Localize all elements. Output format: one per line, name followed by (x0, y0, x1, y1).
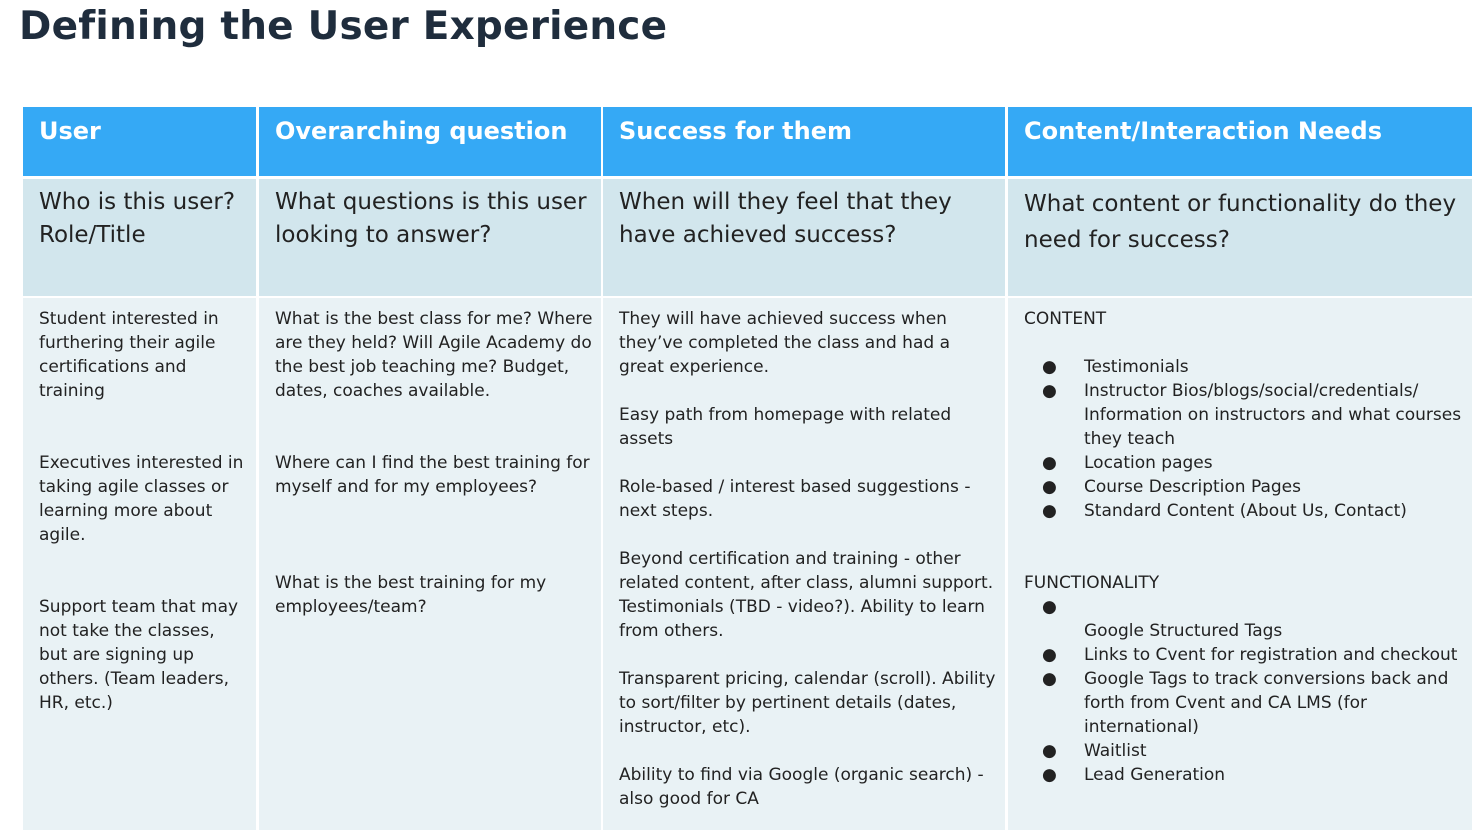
bullet-icon: ● (1042, 501, 1057, 521)
content-label: CONTENT (1024, 309, 1107, 329)
page-title: Defining the User Experience (19, 4, 668, 49)
success-cell: They will have achieved success when the… (603, 298, 1005, 830)
functionality-label: FUNCTIONALITY (1024, 573, 1160, 593)
content-list-item: ●Course Description Pages (1042, 477, 1301, 497)
content-list-item: ●Instructor Bios/blogs/social/credential… (1042, 381, 1462, 449)
bullet-icon: ● (1042, 477, 1057, 497)
success-item: Easy path from homepage with related ass… (619, 405, 952, 449)
content-list: ●Testimonials ●Instructor Bios/blogs/soc… (1024, 355, 1464, 523)
functionality-list-item: ●Lead Generation (1042, 765, 1226, 785)
content-list-item: ●Location pages (1042, 453, 1213, 473)
success-item: Beyond certification and training - othe… (619, 549, 994, 641)
subheader-user: Who is this user? Role/Title (23, 179, 256, 296)
content-list-item: ●Standard Content (About Us, Contact) (1042, 501, 1407, 521)
user-support-team: Support team that may not take the class… (39, 597, 239, 713)
users-cell: Student interested in furthering their a… (23, 298, 256, 830)
functionality-list-item: ●Waitlist (1042, 741, 1147, 761)
functionality-list-item: ● (1024, 595, 1464, 619)
question-student: What is the best class for me? Where are… (275, 309, 593, 401)
question-executives: Where can I find the best training for m… (275, 453, 590, 497)
bullet-icon: ● (1042, 741, 1057, 761)
header-overarching-question: Overarching question (259, 107, 601, 176)
bullet-icon: ● (1042, 597, 1057, 617)
user-executives: Executives interested in taking agile cl… (39, 453, 244, 545)
user-student: Student interested in furthering their a… (39, 309, 219, 401)
content-list-item: ●Testimonials (1042, 357, 1189, 377)
subheader-success: When will they feel that they have achie… (603, 179, 1005, 296)
subheader-question: What questions is this user looking to a… (259, 179, 601, 296)
subheader-needs: What content or functionality do they ne… (1008, 179, 1472, 296)
bullet-icon: ● (1042, 765, 1057, 785)
questions-cell: What is the best class for me? Where are… (259, 298, 601, 830)
header-content-needs: Content/Interaction Needs (1008, 107, 1472, 176)
bullet-icon: ● (1042, 453, 1057, 473)
functionality-list: ● Google Structured Tags ●Links to Cvent… (1024, 595, 1464, 787)
functionality-list-item: ●Links to Cvent for registration and che… (1042, 645, 1458, 665)
bullet-icon: ● (1042, 645, 1057, 665)
functionality-list-item: Google Structured Tags (1084, 621, 1283, 641)
success-item: Role-based / interest based suggestions … (619, 477, 971, 521)
bullet-icon: ● (1042, 381, 1057, 401)
question-support-team: What is the best training for my employe… (275, 573, 547, 617)
success-item: Transparent pricing, calendar (scroll). … (619, 669, 996, 737)
functionality-list-item: ●Google Tags to track conversions back a… (1042, 669, 1449, 737)
bullet-icon: ● (1042, 669, 1057, 689)
header-success: Success for them (603, 107, 1005, 176)
needs-cell: CONTENT ●Testimonials ●Instructor Bios/b… (1008, 298, 1472, 830)
header-user: User (23, 107, 256, 176)
bullet-icon: ● (1042, 357, 1057, 377)
success-item: Ability to find via Google (organic sear… (619, 765, 984, 809)
success-item: They will have achieved success when the… (619, 309, 950, 377)
user-experience-table: User Overarching question Success for th… (23, 107, 1472, 830)
